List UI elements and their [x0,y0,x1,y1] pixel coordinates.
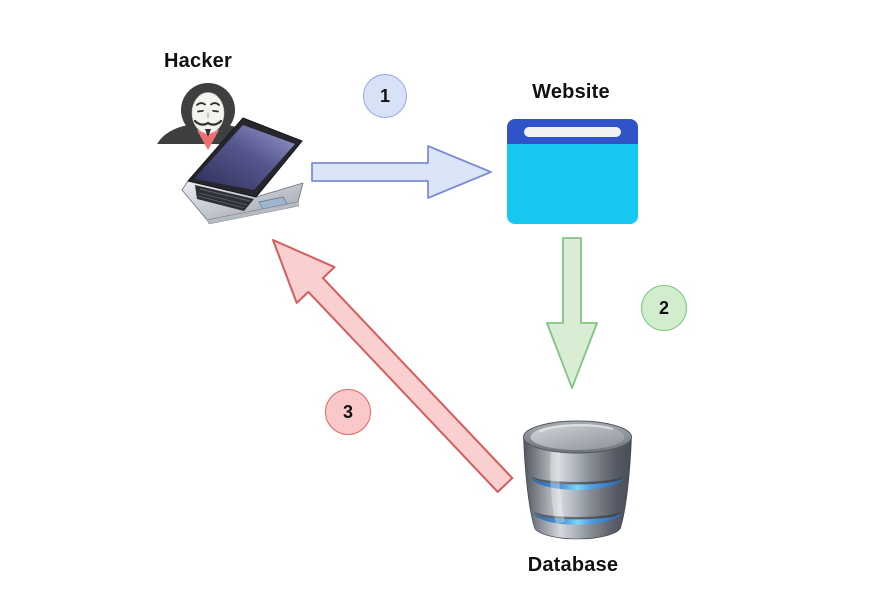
node-label-database: Database [527,554,619,576]
laptop-icon [181,117,304,225]
step-badge-2: 2 [641,285,687,331]
browser-address-bar [524,127,621,137]
arrow-step-1 [311,145,492,199]
node-label-website: Website [532,81,610,103]
database-cylinder-icon [523,420,632,540]
database-band-bottom [533,513,622,525]
arrow-step-3 [272,239,514,493]
browser-title-bar [507,119,638,144]
step-number-3: 3 [342,401,353,422]
step-number-1: 1 [379,85,390,106]
arrow-step-2 [546,237,598,389]
node-label-hacker: Hacker [164,50,232,72]
browser-page-area [507,144,638,224]
database-band-top [531,478,624,490]
step-number-2: 2 [658,297,669,318]
anonymous-hacker-laptop-icon [157,83,304,225]
step-badge-1: 1 [363,74,407,118]
browser-window-icon [507,119,638,224]
neck-scarf [197,130,219,150]
step-badge-3: 3 [325,389,371,435]
